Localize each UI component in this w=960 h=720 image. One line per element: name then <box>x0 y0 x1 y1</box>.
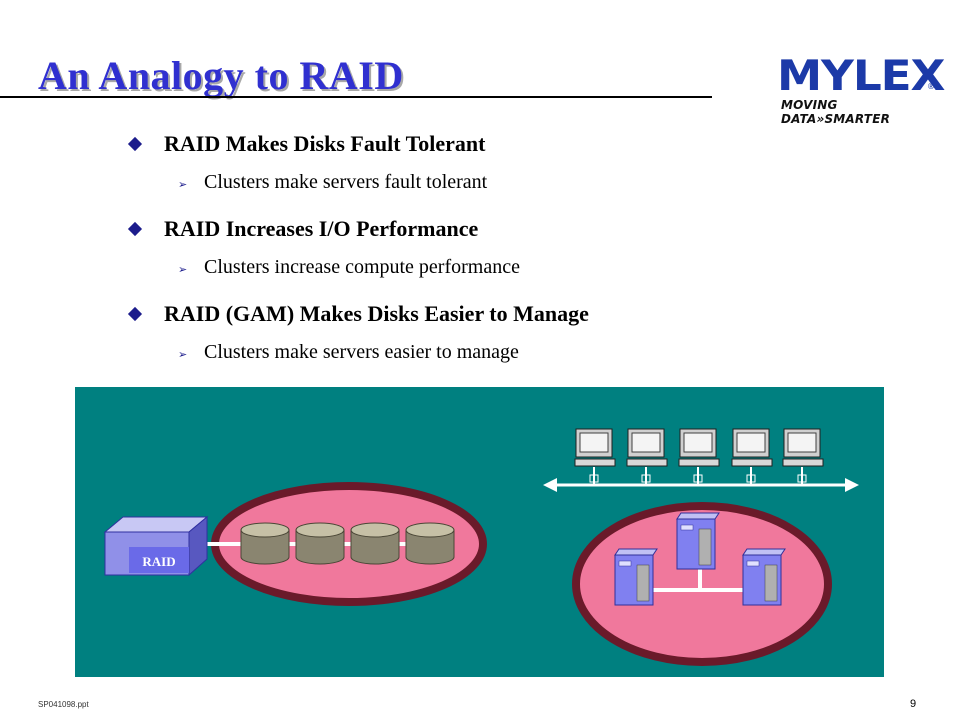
arrow-bullet-icon: ➢ <box>178 263 188 276</box>
bullet-1-text: RAID Makes Disks Fault Tolerant <box>164 131 486 156</box>
raid-label: RAID <box>142 554 175 569</box>
arrow-bullet-icon: ➢ <box>178 348 188 361</box>
logo-registered-mark: ® <box>927 82 935 91</box>
sub-bullet-3-text: Clusters make servers easier to manage <box>204 341 519 363</box>
workstation-1 <box>574 428 616 485</box>
server-right <box>742 548 786 606</box>
server-left <box>614 548 658 606</box>
network-arrow-left-icon <box>543 478 557 492</box>
server-top <box>676 512 720 570</box>
disk-2 <box>295 522 345 565</box>
disk-4 <box>405 522 455 565</box>
footer-filename: SP041098.ppt <box>38 700 89 709</box>
disk-3 <box>350 522 400 565</box>
title-underline <box>0 96 712 98</box>
diamond-bullet-icon <box>127 136 143 152</box>
logo-tagline: MOVING DATA»SMARTER <box>781 98 891 126</box>
workstation-3 <box>678 428 720 485</box>
slide-title: An Analogy to RAID <box>38 53 404 98</box>
workstation-4 <box>731 428 773 485</box>
diamond-bullet-icon <box>127 306 143 322</box>
network-arrow-right-icon <box>845 478 859 492</box>
sub-bullet-2-text: Clusters increase compute performance <box>204 256 520 278</box>
mylex-logo: MYLEX ® MOVING DATA»SMARTER <box>777 52 946 127</box>
disk-1 <box>240 522 290 565</box>
sub-bullet-1-text: Clusters make servers fault tolerant <box>204 171 488 193</box>
diamond-bullet-icon <box>127 221 143 237</box>
page-number: 9 <box>910 698 917 710</box>
raid-controller-box: RAID <box>103 515 209 577</box>
logo-wordmark: MYLEX <box>777 51 946 100</box>
workstation-2 <box>626 428 668 485</box>
raid-cluster-diagram: RAID <box>75 387 884 677</box>
bullet-3-text: RAID (GAM) Makes Disks Easier to Manage <box>164 301 589 326</box>
bullet-2-text: RAID Increases I/O Performance <box>164 216 479 241</box>
workstation-5 <box>782 428 824 485</box>
arrow-bullet-icon: ➢ <box>178 178 188 191</box>
